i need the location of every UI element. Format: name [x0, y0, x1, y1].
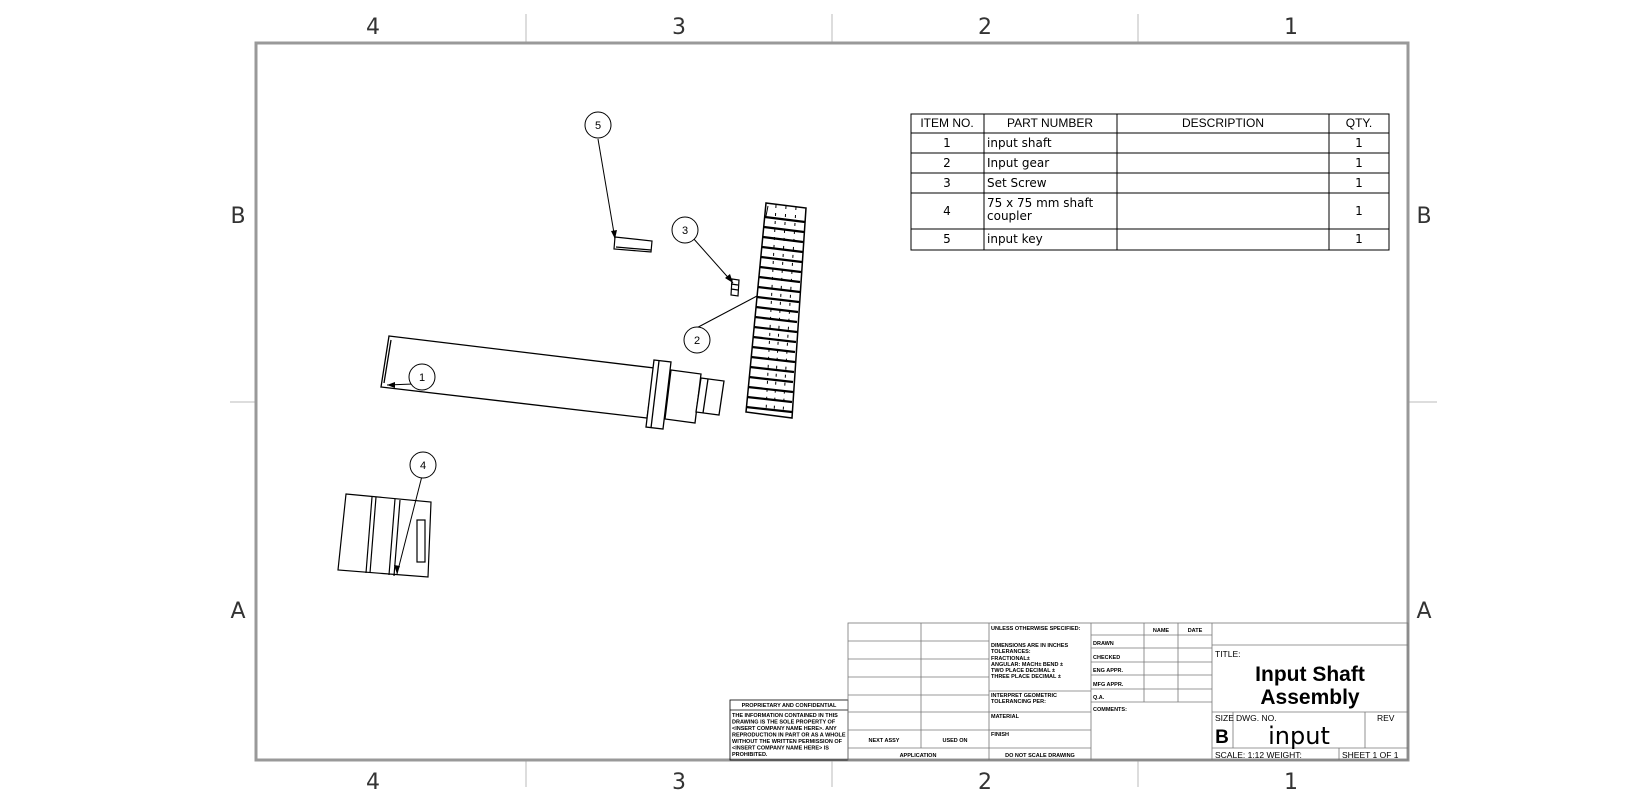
comments-label: COMMENTS:: [1093, 707, 1127, 713]
dims-line-4: ANGULAR: MACH± BEND ±: [991, 662, 1063, 668]
bom-row-3-part: Set Screw: [987, 176, 1047, 190]
bom-row-4-item: 4: [943, 204, 951, 218]
bom-row-1-qty: 1: [1355, 136, 1363, 150]
zone-ticks: [230, 14, 1437, 787]
finish-label: FINISH: [991, 732, 1009, 738]
balloon-5-label: 5: [595, 120, 601, 132]
proprietary-block: PROPRIETARY AND CONFIDENTIAL THE INFORMA…: [729, 699, 849, 761]
balloon-5: [584, 111, 612, 139]
name-column-label: NAME: [1153, 628, 1170, 634]
application-label: APPLICATION: [900, 753, 937, 759]
bom-row-1-item: 1: [943, 136, 951, 150]
bom-row-2-part: Input gear: [987, 156, 1049, 170]
bom-row-1-part: input shaft: [987, 136, 1052, 150]
sheet-count-label: SHEET 1 OF 1: [1342, 750, 1399, 760]
dwg-no-label: DWG. NO.: [1236, 713, 1277, 723]
checked-label: CHECKED: [1093, 655, 1120, 661]
interpret-line-1: INTERPRET GEOMETRIC: [991, 693, 1057, 699]
scale-weight-label: SCALE: 1:12 WEIGHT:: [1215, 750, 1302, 760]
bom-row-5-item: 5: [943, 232, 951, 246]
bom-row-5-part: input key: [987, 232, 1043, 246]
bom-row-3-item: 3: [943, 176, 951, 190]
zone-col-3-bottom: 3: [672, 770, 686, 795]
zone-col-1-bottom: 1: [1284, 770, 1298, 795]
zone-col-1-top: 1: [1284, 15, 1298, 40]
bom-row-5-qty: 1: [1355, 232, 1363, 246]
date-column-label: DATE: [1188, 628, 1203, 634]
proprietary-line-5: WITHOUT THE WRITTEN PERMISSION OF: [732, 739, 843, 745]
used-on-label: USED ON: [942, 738, 967, 744]
balloon-3: [671, 216, 699, 244]
do-not-scale-label: DO NOT SCALE DRAWING: [1005, 753, 1075, 759]
part-shaft-coupler: [337, 493, 432, 578]
size-label: SIZE: [1215, 713, 1234, 723]
balloon-2-label: 2: [694, 335, 700, 347]
bom-row-4-part-line2: coupler: [987, 209, 1032, 223]
proprietary-line-2: DRAWING IS THE SOLE PROPERTY OF: [732, 720, 836, 726]
bom-header-part: PART NUMBER: [1007, 116, 1093, 130]
bom-row-2-item: 2: [943, 156, 951, 170]
zone-row-a-left: A: [230, 599, 245, 624]
part-input-gear: [745, 202, 807, 419]
unless-specified-label: UNLESS OTHERWISE SPECIFIED:: [991, 626, 1081, 632]
proprietary-line-1: THE INFORMATION CONTAINED IN THIS: [732, 713, 838, 719]
dims-line-3: FRACTIONAL±: [991, 656, 1030, 662]
proprietary-line-7: PROHIBITED.: [732, 752, 768, 758]
dims-line-2: TOLERANCES:: [991, 649, 1031, 655]
zone-col-2-bottom: 2: [978, 770, 992, 795]
balloon-1: [408, 363, 436, 391]
balloon-4: [409, 451, 437, 479]
dims-line-5: TWO PLACE DECIMAL ±: [991, 668, 1055, 674]
sheet-size-value: B: [1215, 727, 1229, 748]
balloon-leader-arrows: [387, 230, 733, 574]
dwg-no-value: input: [1268, 722, 1330, 750]
balloon-3-label: 3: [682, 225, 688, 237]
proprietary-line-6: <INSERT COMPANY NAME HERE> IS: [732, 746, 829, 752]
zone-col-2-top: 2: [978, 15, 992, 40]
material-label: MATERIAL: [991, 714, 1020, 720]
drawing-title-line-2: Assembly: [1260, 686, 1360, 709]
proprietary-line-4: REPRODUCTION IN PART OR AS A WHOLE: [732, 733, 846, 739]
bom-row-3-qty: 1: [1355, 176, 1363, 190]
zone-col-3-top: 3: [672, 15, 686, 40]
proprietary-heading: PROPRIETARY AND CONFIDENTIAL: [742, 703, 837, 709]
bom-table: [910, 113, 1390, 251]
drawn-label: DRAWN: [1093, 641, 1114, 647]
bom-row-4-part: 75 x 75 mm shaft: [987, 196, 1094, 210]
title-block: [847, 622, 1409, 761]
eng-appr-label: ENG APPR.: [1093, 668, 1124, 674]
bom-header-qty: QTY.: [1346, 116, 1372, 130]
dims-line-6: THREE PLACE DECIMAL ±: [991, 674, 1061, 680]
zone-col-4-bottom: 4: [366, 770, 380, 795]
title-label: TITLE:: [1215, 649, 1241, 659]
bom-header-item: ITEM NO.: [920, 116, 973, 130]
balloon-4-label: 4: [420, 460, 426, 472]
zone-row-b-right: B: [1416, 204, 1431, 229]
zone-col-4-top: 4: [366, 15, 380, 40]
part-set-screw: [730, 278, 740, 297]
bom-row-2-qty: 1: [1355, 156, 1363, 170]
bom-row-4-qty: 1: [1355, 204, 1363, 218]
balloon-2: [683, 326, 711, 354]
part-input-key: [613, 236, 653, 253]
dims-line-1: DIMENSIONS ARE IN INCHES: [991, 643, 1068, 649]
drawing-title-line-1: Input Shaft: [1255, 663, 1365, 686]
next-assy-label: NEXT ASSY: [869, 738, 900, 744]
interpret-line-2: TOLERANCING PER:: [991, 699, 1046, 705]
mfg-appr-label: MFG APPR.: [1093, 682, 1124, 688]
rev-label: REV: [1377, 713, 1395, 723]
zone-row-b-left: B: [230, 204, 245, 229]
balloon-1-label: 1: [419, 372, 425, 384]
bom-header-desc: DESCRIPTION: [1182, 116, 1264, 130]
part-input-shaft: [380, 335, 725, 430]
qa-label: Q.A.: [1093, 695, 1105, 701]
zone-row-a-right: A: [1416, 599, 1431, 624]
proprietary-line-3: <INSERT COMPANY NAME HERE>. ANY: [732, 726, 837, 732]
